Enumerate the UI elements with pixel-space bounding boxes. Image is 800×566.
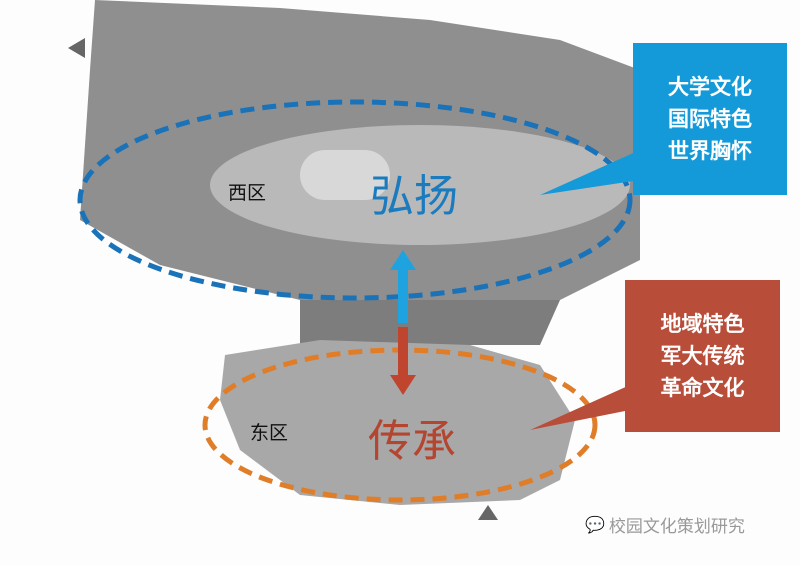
west-culture-box: 大学文化 国际特色 世界胸怀 — [633, 43, 787, 195]
east-culture-box: 地域特色 军大传统 革命文化 — [625, 280, 780, 432]
east-note: 革命文化 — [660, 376, 745, 400]
watermark: 💬 校园文化策划研究 — [585, 512, 745, 537]
up-arrow-shaft — [398, 268, 408, 323]
wechat-icon: 💬 — [585, 515, 605, 534]
east-note: 地域特色 — [660, 312, 745, 336]
entrance-arrow-west — [68, 38, 85, 58]
west-zone-label: 西区 — [228, 182, 267, 204]
east-zone-label: 东区 — [250, 422, 289, 444]
east-campus-area — [220, 340, 575, 505]
up-arrow-head — [390, 250, 416, 270]
east-callout-pointer — [530, 385, 630, 430]
west-zone-ellipse — [77, 99, 633, 301]
east-note: 军大传统 — [660, 344, 745, 368]
watermark-text: 校园文化策划研究 — [608, 517, 745, 537]
down-arrow-head — [390, 375, 416, 395]
down-arrow-shaft — [398, 327, 408, 377]
west-note: 大学文化 — [668, 75, 752, 99]
west-note: 国际特色 — [668, 107, 752, 131]
connector-area — [300, 300, 560, 345]
west-callout-pointer — [540, 150, 640, 195]
stadium — [300, 150, 390, 200]
west-theme-label: 弘扬 — [370, 171, 458, 222]
east-theme-label: 传承 — [368, 416, 456, 467]
entrance-arrow-south — [478, 505, 498, 520]
west-note: 世界胸怀 — [668, 139, 752, 163]
